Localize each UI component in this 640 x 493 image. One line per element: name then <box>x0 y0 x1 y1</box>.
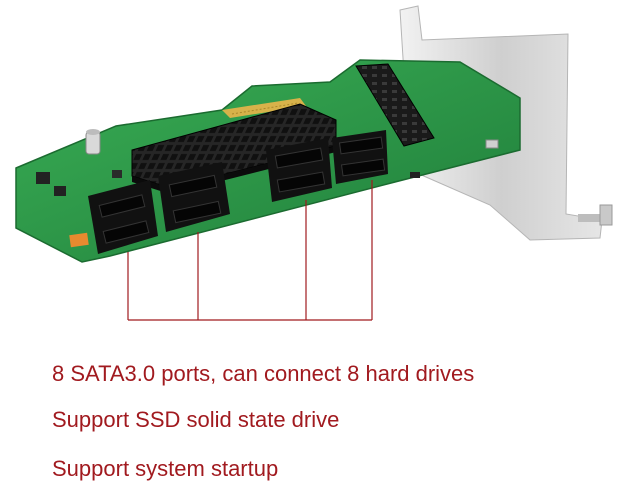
small-chip <box>485 139 499 149</box>
sata-expansion-card-photo <box>15 5 613 321</box>
sata-port-pair <box>158 162 230 232</box>
sata-port-pair <box>266 138 332 202</box>
pcie-edge-connector <box>222 98 306 118</box>
caption-ssd-support: Support SSD solid state drive <box>52 407 340 432</box>
sata-port-pair <box>88 180 158 254</box>
sata-port-pair <box>332 130 388 184</box>
small-chip <box>410 172 420 178</box>
small-chip <box>54 186 66 196</box>
small-chip <box>36 172 50 184</box>
caption-sata-ports: 8 SATA3.0 ports, can connect 8 hard driv… <box>52 361 475 386</box>
leader-lines <box>127 180 373 321</box>
small-chip <box>112 170 122 178</box>
sata-ports <box>88 130 388 254</box>
pin-header <box>355 63 435 147</box>
label-sticker <box>69 232 89 248</box>
caption-system-startup: Support system startup <box>52 456 279 481</box>
capacitor <box>85 129 101 155</box>
